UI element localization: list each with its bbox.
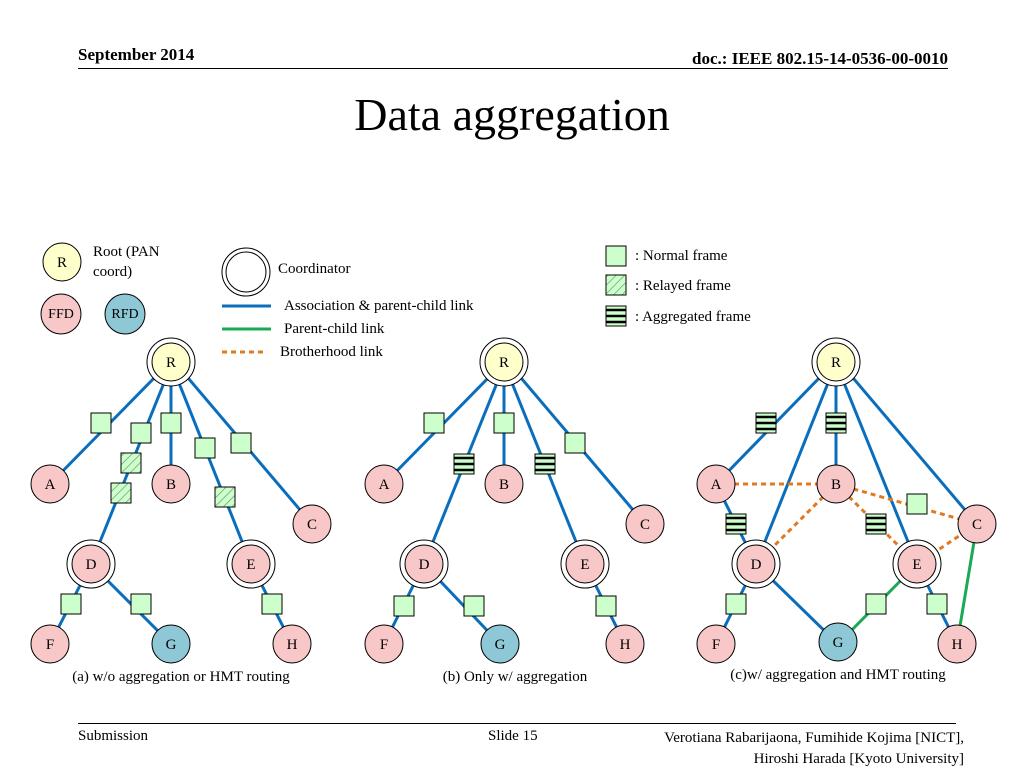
legend: R Root (PAN coord) FFD RFD Coordinator A… — [40, 242, 751, 360]
node-a-g: G — [166, 637, 177, 653]
legend-ffd-label: FFD — [48, 307, 74, 322]
diagram-c: R A B C D E F G H (c)w/ aggregation and … — [696, 337, 997, 683]
node-c-b: B — [831, 477, 841, 493]
header-doc-id: doc.: IEEE 802.15-14-0536-00-0010 — [692, 49, 948, 68]
node-a-e: E — [246, 557, 255, 573]
node-b-r: R — [499, 355, 509, 371]
node-b-c: C — [640, 517, 650, 533]
slide-title: Data aggregation — [354, 89, 670, 140]
footer-slide-number: Slide 15 — [488, 728, 538, 744]
caption-b: (b) Only w/ aggregation — [443, 669, 588, 685]
node-b-b: B — [499, 477, 509, 493]
node-c-c: C — [972, 517, 982, 533]
footer-author-line-1: Verotiana Rabarijaona, Fumihide Kojima [… — [664, 730, 964, 746]
node-a-f: F — [46, 637, 54, 653]
legend-root-symbol: R — [57, 255, 67, 271]
diagram-b: R A B C D E F G H (b) Only w/ aggregatio… — [364, 337, 665, 685]
legend-normal-label: : Normal frame — [635, 248, 728, 264]
node-a-a: A — [45, 477, 56, 493]
node-a-r: R — [166, 355, 176, 371]
legend-root-node — [42, 242, 82, 282]
legend-aggregated-frame — [605, 305, 627, 327]
header-date: September 2014 — [78, 45, 195, 64]
legend-aggregated-label: : Aggregated frame — [635, 309, 751, 325]
footer-author-line-2: Hiroshi Harada [Kyoto University] — [753, 751, 964, 767]
node-b-h: H — [620, 637, 631, 653]
node-a-c: C — [307, 517, 317, 533]
header-divider — [78, 68, 948, 69]
legend-parent-label: Parent-child link — [284, 321, 385, 337]
node-b-a: A — [379, 477, 390, 493]
legend-ffd-node — [40, 293, 82, 335]
diagram-a: R A B C D E F G H (a) w/o aggregation or… — [30, 337, 332, 685]
node-c-g: G — [833, 635, 844, 651]
legend-coordinator-inner — [225, 251, 267, 293]
footer-submission: Submission — [78, 728, 149, 744]
legend-root-label-2: coord) — [93, 264, 132, 280]
caption-a: (a) w/o aggregation or HMT routing — [72, 669, 290, 685]
node-a-b: B — [166, 477, 176, 493]
legend-coordinator-label: Coordinator — [278, 261, 351, 277]
node-c-a: A — [711, 477, 722, 493]
node-c-r: R — [831, 355, 841, 371]
frames-b — [393, 412, 617, 617]
node-c-h: H — [952, 637, 963, 653]
node-b-e: E — [580, 557, 589, 573]
node-a-h: H — [287, 637, 298, 653]
legend-normal-frame — [605, 245, 627, 267]
frames-a — [60, 412, 283, 615]
footer-authors: Verotiana Rabarijaona, Fumihide Kojima [… — [664, 728, 964, 770]
node-c-d: D — [751, 557, 762, 573]
footer-divider — [78, 723, 956, 724]
legend-rfd-node — [104, 293, 146, 335]
node-c-f: F — [712, 637, 720, 653]
node-c-e: E — [912, 557, 921, 573]
legend-rfd-label: RFD — [111, 307, 138, 322]
node-b-g: G — [495, 637, 506, 653]
node-b-f: F — [380, 637, 388, 653]
legend-root-label-1: Root (PAN — [93, 244, 160, 260]
legend-relayed-frame — [605, 274, 627, 296]
frames-c — [725, 412, 948, 615]
legend-relayed-label: : Relayed frame — [635, 278, 731, 294]
node-a-d: D — [86, 557, 97, 573]
node-b-d: D — [419, 557, 430, 573]
legend-brother-label: Brotherhood link — [280, 344, 383, 360]
legend-assoc-label: Association & parent-child link — [284, 298, 474, 314]
caption-c: (c)w/ aggregation and HMT routing — [730, 667, 946, 683]
